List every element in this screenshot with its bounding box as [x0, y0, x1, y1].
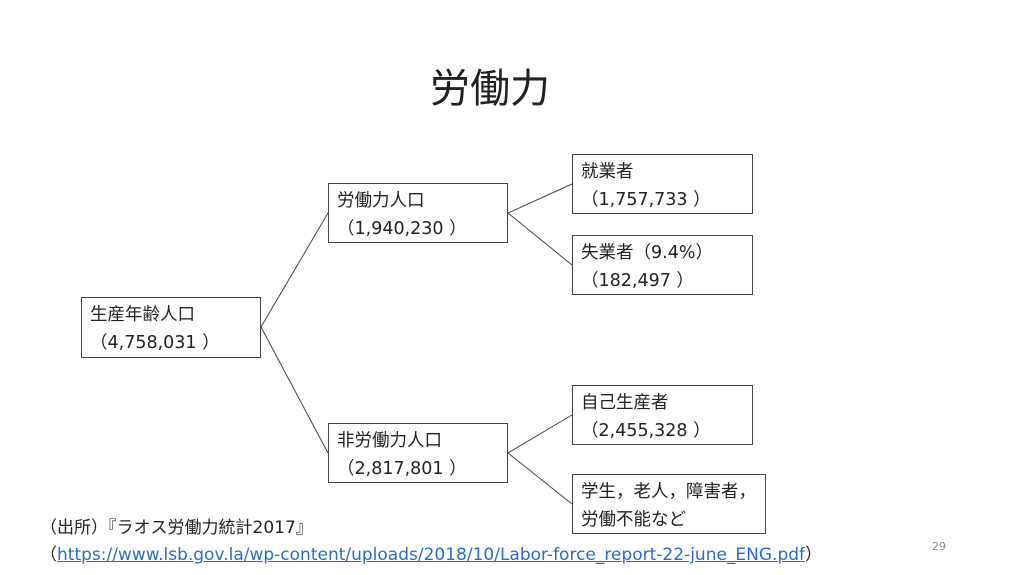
node-label: 非労働力人口: [337, 431, 442, 451]
node-others: 学生，老人，障害者， 労働不能など: [572, 474, 766, 534]
node-value: （4,758,031 ）: [90, 333, 220, 353]
node-label: 労働力人口: [337, 191, 425, 211]
node-working-age-population: 生産年齢人口 （4,758,031 ）: [81, 297, 261, 358]
node-value: （182,497 ）: [581, 271, 694, 291]
node-value: （1,757,733 ）: [581, 190, 711, 210]
paren-close: ）: [805, 545, 823, 565]
source-label: （出所）『ラオス労働力統計2017』: [40, 518, 313, 538]
connector-nonlabor-others: [507, 452, 573, 505]
connector-labor-employed: [507, 183, 573, 214]
connector-root-labor: [260, 212, 329, 328]
node-label: 学生，老人，障害者，: [581, 482, 756, 502]
node-self-producers: 自己生産者 （2,455,328 ）: [572, 385, 753, 445]
node-label: 就業者: [581, 162, 634, 182]
page-number: 29: [932, 540, 946, 553]
node-value: 労働不能など: [581, 510, 686, 530]
node-label: 自己生産者: [581, 393, 669, 413]
node-value: （1,940,230 ）: [337, 219, 467, 239]
node-labor-force: 労働力人口 （1,940,230 ）: [328, 183, 508, 243]
node-non-labor-force: 非労働力人口 （2,817,801 ）: [328, 423, 508, 483]
node-unemployed: 失業者（9.4%） （182,497 ）: [572, 235, 753, 295]
connector-root-nonlabor: [260, 326, 329, 454]
node-label: 失業者（9.4%）: [581, 243, 713, 263]
node-employed: 就業者 （1,757,733 ）: [572, 154, 753, 214]
source-link[interactable]: https://www.lsb.gov.la/wp-content/upload…: [57, 545, 806, 565]
slide-title: 労働力: [430, 66, 550, 112]
source-citation: （出所）『ラオス労働力統計2017』 （https://www.lsb.gov.…: [40, 515, 822, 569]
node-label: 生産年齢人口: [90, 305, 195, 325]
node-value: （2,455,328 ）: [581, 421, 711, 441]
node-value: （2,817,801 ）: [337, 459, 467, 479]
connector-labor-unemployed: [507, 212, 573, 266]
connector-nonlabor-self: [507, 414, 573, 454]
paren-open: （: [40, 545, 57, 565]
